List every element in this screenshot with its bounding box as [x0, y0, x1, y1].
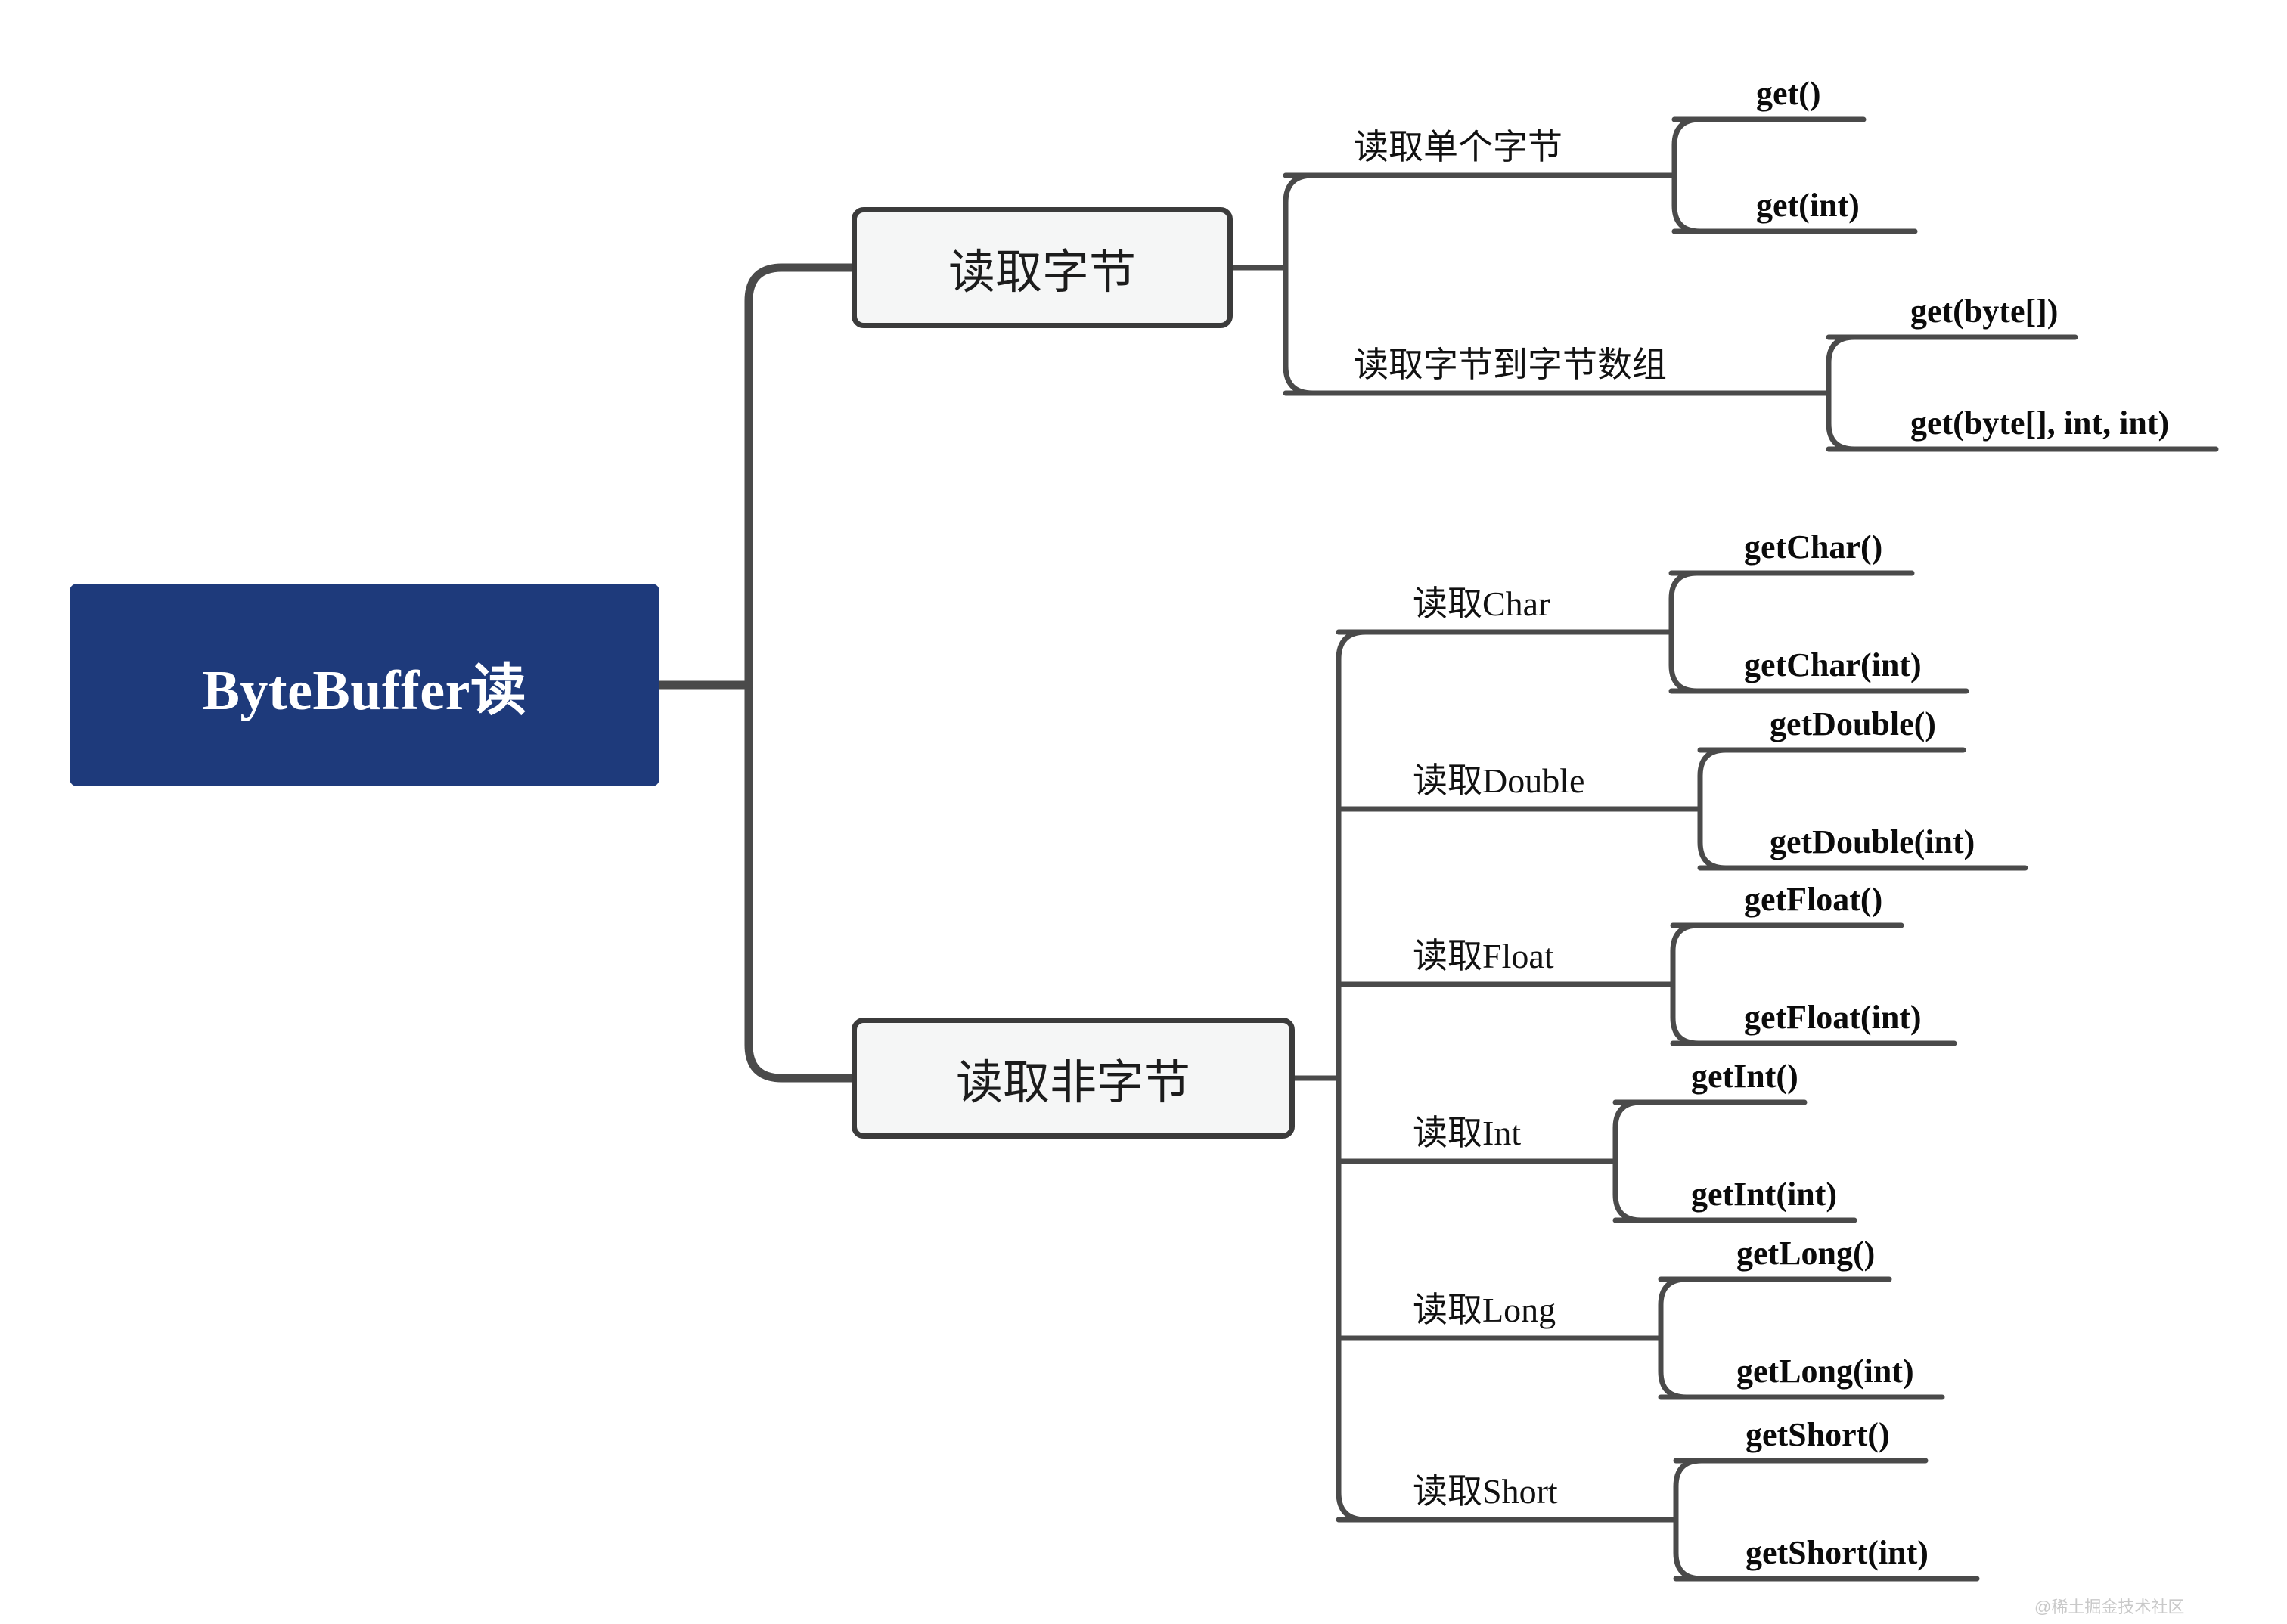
leaf-1-1-1[interactable]: get()	[1756, 75, 1821, 112]
leaf-2-4-1[interactable]: getInt()	[1691, 1058, 1798, 1095]
branch-node-2[interactable]: 读取非字节	[852, 1018, 1295, 1139]
leaf-bracket-2-1	[1668, 570, 1700, 694]
leaf-2-5-2[interactable]: getLong(int)	[1736, 1353, 1914, 1390]
leaf-bracket-2-3	[1670, 922, 1702, 1046]
leaf-1-2-1[interactable]: get(byte[])	[1910, 293, 2059, 330]
subtopic-1-2[interactable]: 读取字节到字节数组	[1354, 346, 1667, 384]
leaf-bracket-2-2	[1697, 747, 1729, 871]
leaf-1-2-2[interactable]: get(byte[], int, int)	[1910, 404, 2170, 442]
leaf-bracket-2-5	[1658, 1276, 1690, 1400]
leaf-2-3-2[interactable]: getFloat(int)	[1744, 999, 1922, 1036]
leaf-2-6-1[interactable]: getShort()	[1746, 1416, 1890, 1453]
root-branch-bracket	[744, 263, 856, 1083]
branch-label: 读取非字节	[955, 1058, 1190, 1109]
leaf-2-5-1[interactable]: getLong()	[1736, 1235, 1876, 1272]
subtopic-2-2[interactable]: 读取Double	[1413, 761, 1585, 800]
leaf-1-1-2[interactable]: get(int)	[1756, 187, 1860, 224]
leaf-bracket-2-4	[1612, 1099, 1644, 1223]
leaf-2-2-2[interactable]: getDouble(int)	[1770, 823, 1975, 860]
subtopic-2-3[interactable]: 读取Float	[1413, 937, 1554, 975]
leaf-2-1-2[interactable]: getChar(int)	[1744, 646, 1922, 683]
subtopic-spine-2	[1336, 629, 1369, 1523]
leaf-bracket-1-2	[1826, 334, 1857, 452]
subtopic-2-5[interactable]: 读取Long	[1413, 1291, 1556, 1329]
subtopic-2-4[interactable]: 读取Int	[1413, 1114, 1522, 1152]
leaf-bracket-2-6	[1673, 1458, 1705, 1582]
subtopic-2-6[interactable]: 读取Short	[1413, 1472, 1558, 1511]
subtopic-1-1[interactable]: 读取单个字节	[1354, 128, 1562, 166]
branch-label: 读取字节	[948, 247, 1136, 299]
leaf-2-2-1[interactable]: getDouble()	[1770, 705, 1936, 742]
leaf-2-1-1[interactable]: getChar()	[1744, 528, 1883, 566]
root-label: ByteBuffer读	[202, 659, 527, 722]
leaf-bracket-1-1	[1671, 116, 1703, 234]
leaf-2-4-2[interactable]: getInt(int)	[1691, 1176, 1838, 1213]
watermark: @稀土掘金技术社区	[2034, 1598, 2185, 1616]
leaf-2-6-2[interactable]: getShort(int)	[1746, 1534, 1929, 1571]
root-node[interactable]: ByteBuffer读	[70, 584, 659, 786]
subtopic-2-1[interactable]: 读取Char	[1413, 584, 1550, 623]
subtopic-spine-1	[1283, 172, 1316, 396]
branch-node-1[interactable]: 读取字节	[852, 207, 1233, 328]
leaf-2-3-1[interactable]: getFloat()	[1744, 881, 1883, 918]
